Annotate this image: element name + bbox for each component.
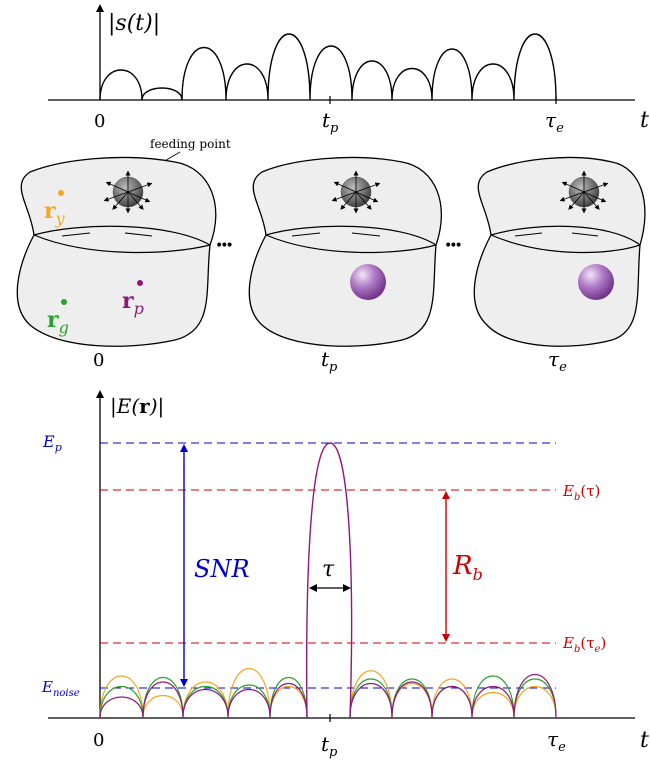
eb-taue-label: Eb(τe) [562,634,606,655]
bottom-tick-te-label: τe [547,727,566,755]
bottom-axis-t-label: t [640,728,649,753]
point-rp-dot [137,280,143,286]
inner-dash [571,232,599,237]
inner-dash [124,232,153,237]
top-tick-te-label: τe [545,108,564,136]
cavity-rim [490,234,641,254]
purple-curve [99,674,557,719]
peak-curve [305,442,353,719]
enoise-label: Enoise [41,678,80,699]
top-signal-plot: |s(t)| 0 tp τe t [48,4,649,136]
cavity-rim-back [33,225,211,246]
top-y-label: |s(t)| [108,11,160,36]
cavity-0: ry rg rp 0 [16,156,217,371]
cavity-label-tp: tp [321,347,338,375]
feeding-point-label: feeding point [150,137,231,151]
inner-dash [291,232,321,237]
green-curve [99,675,557,719]
point-rg-label: rg [47,307,69,337]
top-axis-t-label: t [640,108,649,133]
eb-tau-label: Eb(τ) [562,482,600,503]
target-sphere [350,264,386,300]
top-tick-tp-label: tp [322,108,339,136]
top-tick-zero: 0 [94,111,105,132]
cavity-rim-back [490,225,641,246]
cavity-rim-back [265,225,437,246]
point-rg-dot [61,299,67,305]
cavity-row: feeding point [16,137,646,375]
cavity-label-0: 0 [93,350,104,371]
top-signal-curve [99,33,557,101]
cavity-label-te: τe [548,347,567,375]
feeding-antenna [559,170,609,214]
inner-dash [514,232,543,237]
bottom-tick-zero: 0 [93,730,104,751]
point-rp-label: rp [122,288,144,318]
ellipsis-1: ••• [215,238,233,254]
target-sphere [578,264,614,300]
ep-label: Ep [42,432,62,454]
feeding-antenna [331,170,381,214]
cavity-tp: tp [248,156,443,375]
orange-curve [99,667,557,719]
tau-label: τ [322,557,335,582]
cavity-rim [33,234,211,254]
inner-dash [351,232,381,237]
feeding-antenna [103,170,153,214]
cavity-rim [265,234,437,254]
rb-label: Rb [452,551,483,584]
point-ry-label: ry [44,198,66,228]
snr-label: SNR [194,555,250,583]
cavity-te: τe [473,156,646,375]
inner-dash [61,232,91,237]
bottom-field-plot: |E(r)| τ SNR Rb Ep Enoise Eb(τ) Eb(τe) 0… [41,390,649,760]
noise-curves [99,442,557,719]
ellipsis-2: ••• [444,238,462,254]
point-ry-dot [58,190,64,196]
bottom-y-label: |E(r)| [110,394,164,419]
bottom-tick-tp-label: tp [321,732,338,760]
